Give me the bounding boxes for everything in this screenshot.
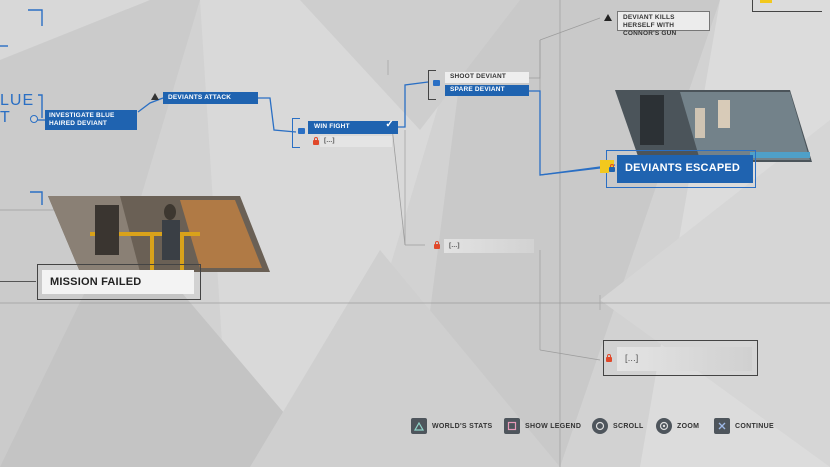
- ending-mission-failed[interactable]: MISSION FAILED: [42, 270, 194, 294]
- node-label: WIN FIGHT: [314, 123, 350, 130]
- legend-label: ZOOM: [677, 422, 700, 430]
- mission-failed-thumbnail: [48, 196, 270, 272]
- node-investigate-blue-haired-deviant[interactable]: INVESTIGATE BLUE HAIRED DEVIANT: [45, 110, 137, 130]
- cross-button-icon: [714, 418, 730, 434]
- legend-scroll[interactable]: SCROLL: [592, 418, 644, 434]
- square-button-icon: [504, 418, 520, 434]
- lock-icon: [434, 241, 440, 249]
- legend-label: CONTINUE: [735, 422, 774, 430]
- legend-continue[interactable]: CONTINUE: [714, 418, 774, 434]
- legend-label: SHOW LEGEND: [525, 422, 582, 430]
- node-label: [...]: [324, 137, 335, 144]
- partial-node-text: LUE T: [0, 92, 34, 126]
- choice-group-icon: [298, 128, 305, 134]
- legend-label: WORLD'S STATS: [432, 422, 493, 430]
- node-label: DEVIANT KILLS HERSELF WITH CONNOR'S GUN: [623, 14, 677, 37]
- deviants-escaped-thumbnail: [615, 90, 812, 162]
- node-deviants-attack[interactable]: DEVIANTS ATTACK: [163, 92, 258, 104]
- lock-icon: [313, 137, 319, 145]
- node-win-fight-locked[interactable]: [...]: [320, 136, 392, 147]
- node-bottom-locked[interactable]: [...]: [617, 347, 752, 371]
- node-deviant-kills-herself[interactable]: DEVIANT KILLS HERSELF WITH CONNOR'S GUN: [617, 11, 710, 37]
- node-shoot-deviant[interactable]: SHOOT DEVIANT: [445, 72, 529, 83]
- node-label: [...]: [625, 353, 639, 363]
- node-label: SPARE DEVIANT: [450, 86, 505, 93]
- node-spare-deviant[interactable]: SPARE DEVIANT: [445, 85, 529, 96]
- ending-label: MISSION FAILED: [50, 276, 142, 288]
- node-label: [...]: [449, 242, 460, 249]
- node-win-fight[interactable]: WIN FIGHT ✓: [308, 119, 398, 134]
- node-marker-icon: [30, 115, 38, 123]
- legend-zoom[interactable]: ZOOM: [656, 418, 699, 434]
- triangle-icon: [604, 14, 612, 21]
- legend-label: SCROLL: [613, 422, 644, 430]
- choice-bracket: [603, 340, 758, 376]
- top-right-bracket: [752, 0, 822, 12]
- right-stick-icon: [656, 418, 672, 434]
- checkmark-icon: ✓: [385, 119, 394, 130]
- partial-node-line-2: T: [0, 109, 11, 126]
- left-stick-icon: [592, 418, 608, 434]
- ending-label: DEVIANTS ESCAPED: [625, 162, 741, 174]
- triangle-icon: [151, 93, 159, 100]
- lock-icon: [606, 354, 612, 362]
- node-label: SHOOT DEVIANT: [450, 73, 507, 80]
- ending-deviants-escaped[interactable]: DEVIANTS ESCAPED: [617, 155, 753, 183]
- node-label: DEVIANTS ATTACK: [168, 94, 232, 101]
- choice-group-icon: [433, 80, 440, 86]
- node-label: INVESTIGATE BLUE HAIRED DEVIANT: [49, 112, 115, 127]
- ending-bracket: [37, 264, 201, 300]
- partial-node-line-1: LUE: [0, 92, 35, 109]
- trophy-marker-icon: [760, 0, 772, 3]
- node-middle-locked[interactable]: [...]: [444, 239, 534, 253]
- triangle-button-icon: [411, 418, 427, 434]
- legend-worlds-stats[interactable]: WORLD'S STATS: [411, 418, 493, 434]
- choice-bracket: [292, 118, 300, 148]
- connector-dot: [0, 281, 36, 282]
- choice-bracket: [428, 70, 436, 100]
- lock-icon: [609, 164, 615, 172]
- legend-show-legend[interactable]: SHOW LEGEND: [504, 418, 581, 434]
